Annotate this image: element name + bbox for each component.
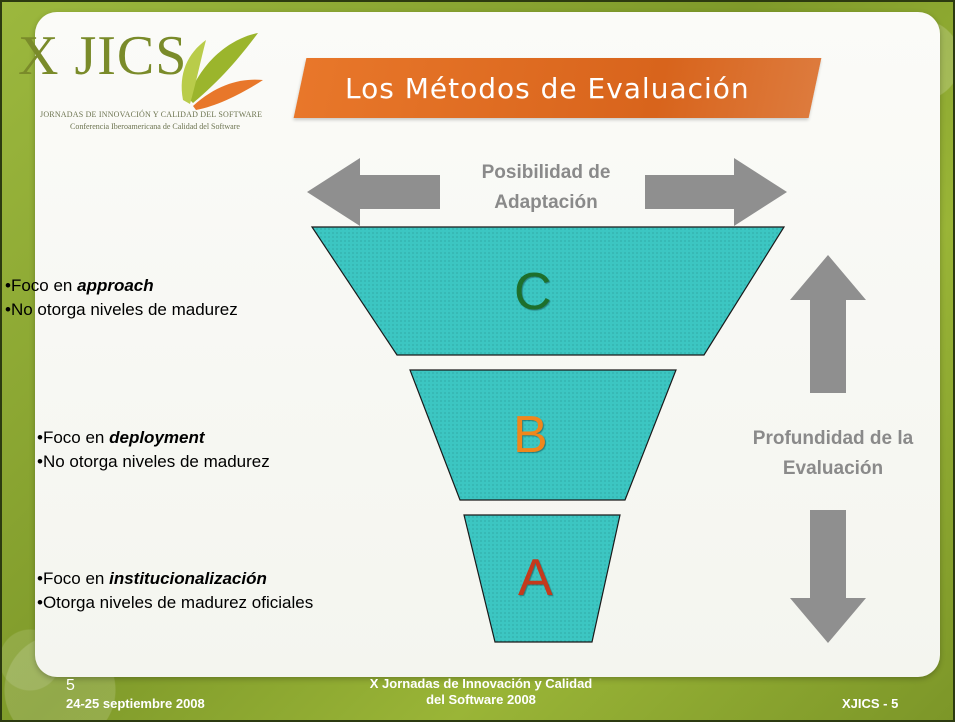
logo [18, 28, 268, 138]
depth-label-line1: Profundidad de la [752, 428, 914, 449]
level-a-letter: A [518, 549, 553, 607]
level-c-note-2: •No otorga niveles de madurez [5, 300, 238, 319]
level-c-letter: C [514, 263, 552, 321]
level-c-shape [310, 226, 786, 356]
level-b-notes: •Foco en deployment •No otorga niveles d… [37, 426, 270, 474]
level-a-emphasis: institucionalización [109, 569, 267, 588]
level-c-emphasis: approach [77, 276, 154, 295]
down-arrow-icon [790, 510, 866, 643]
level-a-note-2: •Otorga niveles de madurez oficiales [37, 593, 314, 612]
adaptability-label-line2: Adaptación [494, 192, 598, 213]
level-b-note-1: •Foco en deployment [37, 428, 205, 447]
slide-number: 5 [66, 677, 75, 694]
logo-subtitle: JORNADAS DE INNOVACIÓN Y CALIDAD DEL SOF… [40, 110, 263, 119]
level-b-letter: B [513, 406, 548, 464]
page-title: Los Métodos de Evaluación [345, 72, 750, 105]
level-a-notes: •Foco en institucionalización •Otorga ni… [37, 567, 313, 615]
level-b-shape [409, 369, 677, 501]
logo-wordmark: X JICS [18, 25, 188, 87]
left-arrow-icon [307, 158, 440, 226]
adaptability-label-line1: Posibilidad de [481, 162, 611, 183]
footer-event-line2: del Software 2008 [426, 692, 536, 707]
level-b-note-2: •No otorga niveles de madurez [37, 452, 270, 471]
footer-event-line1: X Jornadas de Innovación y Calidad [369, 676, 593, 691]
depth-label: Profundidad de la Evaluación [718, 424, 948, 484]
up-arrow-icon [790, 255, 866, 393]
level-c-note-1: •Foco en approach [5, 276, 154, 295]
footer-date: 24-25 septiembre 2008 [66, 696, 205, 711]
adaptability-label: Posibilidad de Adaptación [446, 158, 646, 218]
right-arrow-icon [645, 158, 787, 226]
level-b-emphasis: deployment [109, 428, 205, 447]
level-c-notes: •Foco en approach •No otorga niveles de … [5, 274, 238, 322]
level-a-note-1: •Foco en institucionalización [37, 569, 267, 588]
logo-subtitle-2: Conferencia Iberoamericana de Calidad de… [70, 122, 240, 131]
leaf-logo-icon [181, 33, 263, 110]
footer-page: XJICS - 5 [842, 696, 899, 711]
depth-label-line2: Evaluación [782, 458, 884, 479]
footer-event: X Jornadas de Innovación y Calidad del S… [346, 676, 616, 708]
level-a-shape [463, 514, 621, 643]
